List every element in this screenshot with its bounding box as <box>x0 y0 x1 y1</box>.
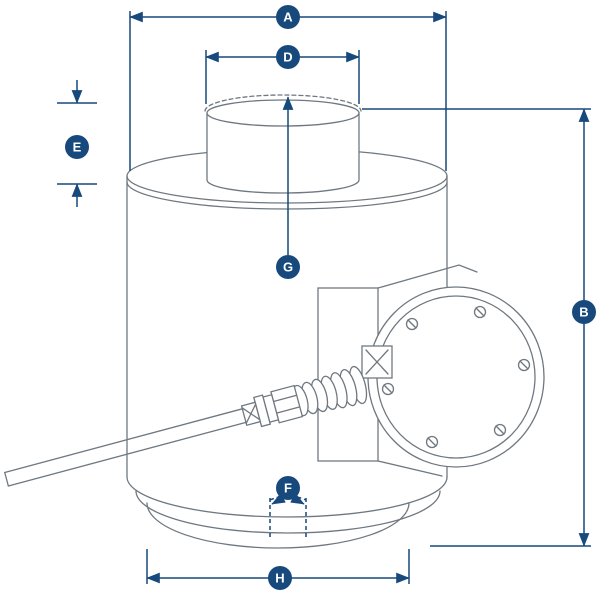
cable-gland <box>4 365 368 487</box>
dimension-b: B <box>362 108 596 547</box>
dim-bubble-e <box>65 135 89 159</box>
button-top-face <box>206 99 360 127</box>
dim-label-d: D <box>283 50 292 65</box>
dimension-d: D <box>205 45 360 104</box>
base-upper-edge <box>135 490 441 534</box>
connector-outer-ring <box>367 286 545 468</box>
dim-label-b: B <box>579 305 588 320</box>
connector-housing <box>317 264 545 477</box>
plate-top-edge <box>377 264 478 289</box>
dim-bubble-d <box>276 45 300 69</box>
dimension-h: H <box>146 549 410 590</box>
dim-bubble-a <box>276 5 300 29</box>
dim-label-e: E <box>73 140 82 155</box>
dim-label-h: H <box>275 571 284 586</box>
dimension-g: G <box>276 96 300 279</box>
dim-bubble-b <box>572 300 596 324</box>
dimension-e: E <box>57 80 97 207</box>
plate-bottom-edge <box>377 460 443 477</box>
load-button <box>204 94 362 194</box>
dim-label-g: G <box>283 260 293 275</box>
dim-bubble-g <box>276 255 300 279</box>
body-rim-edge <box>126 181 448 210</box>
dim-bubble-f <box>276 476 300 500</box>
button-hidden-arc <box>204 94 362 112</box>
button-side <box>206 112 360 194</box>
base-bottom-edge <box>146 502 410 549</box>
dimension-f: F <box>269 476 307 540</box>
body-bottom-edge <box>126 476 448 518</box>
dim-bubble-h <box>268 566 292 590</box>
dim-label-a: A <box>283 10 293 25</box>
connector-screws <box>381 305 531 449</box>
dim-label-f: F <box>284 481 292 496</box>
cable <box>4 408 247 487</box>
dimension-a: A <box>129 5 447 171</box>
